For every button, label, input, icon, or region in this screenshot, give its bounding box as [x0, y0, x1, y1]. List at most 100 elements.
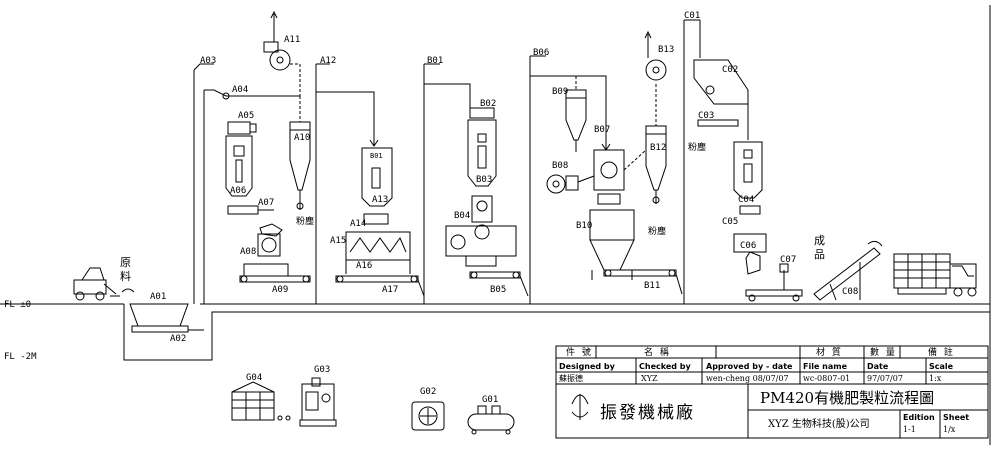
label-B11: B11 [644, 281, 660, 291]
tb-sheet-label: Sheet [943, 413, 969, 422]
tb-client-name: XYZ 生物科技(股)公司 [768, 417, 870, 430]
tb-checked-by-value: XYZ [641, 374, 658, 383]
screener-c02 [693, 59, 749, 105]
tb-header-remark: 備 註 [928, 346, 955, 358]
label-A14: A14 [350, 219, 366, 229]
label-A04: A04 [232, 85, 248, 95]
air-compressor-g01 [467, 405, 515, 435]
bin-tag-a13: B01 [370, 152, 383, 160]
pellet-mill-b04 [445, 195, 517, 267]
truck-icon [949, 263, 977, 297]
label-A17: A17 [382, 285, 398, 295]
label-C05: C05 [722, 217, 738, 227]
feeder-a14 [363, 213, 389, 225]
belt-conveyor-c08 [813, 240, 883, 301]
raw-material-label-1: 原 [120, 256, 131, 269]
dust-label-2: 粉塵 [648, 225, 666, 237]
cyclone-b12 [623, 84, 667, 204]
label-A07: A07 [258, 198, 274, 208]
label-B03: B03 [476, 175, 492, 185]
tb-date-label: Date [867, 362, 889, 371]
title-block [555, 345, 989, 439]
label-A15: A15 [330, 236, 346, 246]
conveyor-a09 [239, 275, 311, 283]
compressor-g02 [411, 401, 445, 431]
tb-approved-value: wen-cheng 08/07/07 [706, 374, 789, 383]
conveyor-a17 [335, 275, 419, 283]
cooler-b07 [593, 149, 625, 205]
dust-label-1: 粉塵 [296, 215, 314, 227]
label-A01: A01 [150, 292, 166, 302]
tb-header-item-no: 件 號 [566, 346, 593, 358]
mixer-a15 [345, 231, 411, 274]
tank-g04 [231, 381, 291, 421]
fan-b08 [546, 174, 595, 194]
tb-scale-label: Scale [929, 362, 954, 371]
tb-checked-by-label: Checked by [639, 362, 692, 371]
tb-date-value: 97/07/07 [867, 374, 903, 383]
floor-label-flm2: FL -2M [4, 352, 37, 362]
tb-company-name: 振發機械廠 [600, 402, 695, 423]
tb-file-name-label: File name [803, 362, 848, 371]
product-label-2: 品 [814, 248, 825, 261]
tb-header-material: 材 質 [816, 346, 843, 358]
label-B09: B09 [552, 87, 568, 97]
dust-label-3: 粉塵 [688, 141, 706, 153]
label-A05: A05 [238, 111, 254, 121]
label-B08: B08 [552, 161, 568, 171]
fan-b13 [644, 30, 667, 81]
boiler-g03 [299, 377, 337, 427]
company-logo-icon [571, 394, 589, 420]
tb-edition-value: 1-1 [903, 425, 916, 434]
label-C01: C01 [684, 11, 700, 21]
label-B06: B06 [533, 48, 549, 58]
tb-sheet-value: 1/x [943, 425, 956, 434]
label-B01: B01 [427, 56, 443, 66]
label-B07: B07 [594, 125, 610, 135]
tb-file-name-value: wc-0807-01 [803, 374, 850, 383]
tb-designed-by-value: 蘇振德 [559, 373, 583, 383]
label-B12: B12 [650, 143, 666, 153]
tb-scale-value: 1:x [929, 374, 942, 383]
label-G03: G03 [314, 365, 330, 375]
label-C06: C06 [740, 241, 756, 251]
label-B13: B13 [658, 45, 674, 55]
label-C04: C04 [738, 195, 754, 205]
raw-material-label-2: 料 [120, 269, 131, 283]
label-A08: A08 [240, 247, 256, 257]
product-label-1: 成 [814, 234, 825, 247]
floor-label-fl0: FL ±0 [4, 300, 31, 310]
label-A09: A09 [272, 285, 288, 295]
tb-approved-label: Approved by - date [706, 362, 793, 371]
tb-drawing-title: PM420有機肥製粒流程圖 [760, 389, 934, 407]
label-B04: B04 [454, 211, 470, 221]
tb-header-quantity: 數 量 [870, 346, 897, 358]
label-A03: A03 [200, 56, 216, 66]
bin-c04 [733, 141, 763, 215]
arrow-icon [121, 288, 135, 293]
label-A06: A06 [230, 186, 246, 196]
label-C02: C02 [722, 65, 738, 75]
bag-stack-icon [893, 253, 951, 295]
conveyor-b11 [603, 269, 677, 277]
conveyor-c03 [697, 119, 739, 127]
tb-designed-by-label: Designed by [559, 362, 616, 371]
label-C03: C03 [698, 111, 714, 121]
label-A11: A11 [284, 35, 300, 45]
label-A13: A13 [372, 195, 388, 205]
cyclone-b09 [565, 76, 587, 152]
label-G01: G01 [482, 395, 498, 405]
conveyor-b05 [469, 271, 521, 279]
label-B05: B05 [490, 285, 506, 295]
label-A16: A16 [356, 261, 372, 271]
hopper-a01 [129, 303, 189, 333]
skid-loader-icon [73, 267, 120, 301]
pellet-bin-b03 [467, 107, 497, 187]
tb-header-name: 名 稱 [644, 346, 671, 358]
label-A02: A02 [170, 334, 186, 344]
tb-edition-label: Edition [903, 413, 935, 422]
building-outline [0, 5, 991, 445]
label-A12: A12 [320, 56, 336, 66]
label-G02: G02 [420, 387, 436, 397]
